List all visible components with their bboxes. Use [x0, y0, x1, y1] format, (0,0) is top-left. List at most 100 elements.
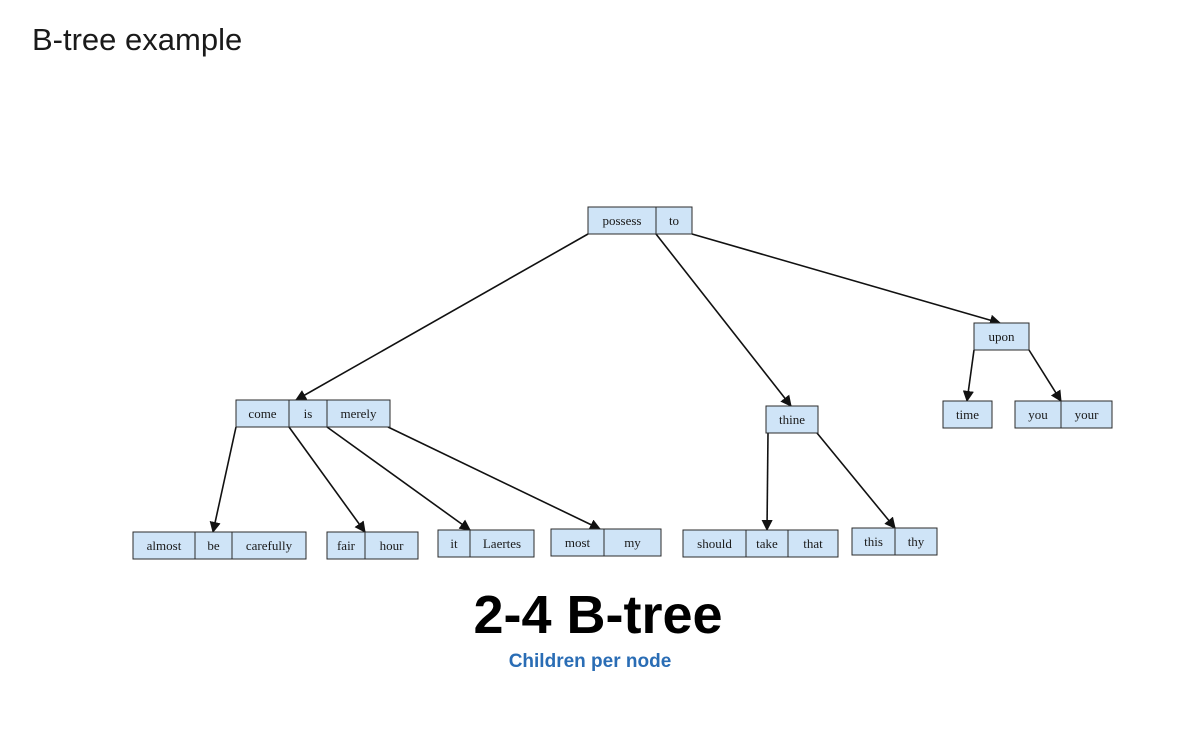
tree-node-l_almost: almost be carefully — [132, 531, 307, 560]
edge-arrow — [1028, 349, 1062, 402]
key-cell-box — [655, 206, 693, 235]
tree-node-n_upon: upon — [973, 322, 1030, 351]
edge-root-to-n_thine — [655, 233, 792, 407]
key-label: that — [803, 536, 823, 551]
key-cell-box — [326, 399, 391, 428]
key-cell: is — [288, 399, 328, 428]
key-cell-box — [603, 528, 662, 557]
tree-node-l_it: it Laertes — [437, 529, 535, 558]
key-cell: my — [603, 528, 662, 557]
key-label: possess — [602, 213, 641, 228]
key-cell-box — [851, 527, 896, 556]
tree-node-root: possess to — [587, 206, 693, 235]
edge-arrow — [209, 426, 237, 534]
key-cell: it — [437, 529, 471, 558]
key-cell-box — [745, 529, 789, 558]
key-cell-box — [787, 529, 839, 558]
key-cell: thine — [765, 405, 819, 434]
key-label: merely — [340, 406, 377, 421]
edge-n_upon-to-l_time — [962, 349, 975, 403]
tree-node-n_come: come is merely — [235, 399, 391, 428]
key-cell: carefully — [231, 531, 307, 560]
edge-arrow — [761, 432, 773, 532]
edge-arrow — [962, 349, 975, 403]
key-cell-box — [326, 531, 366, 560]
edge-n_thine-to-l_this — [816, 432, 896, 529]
edge-arrow — [816, 432, 896, 529]
key-label: your — [1075, 407, 1100, 422]
key-label: hour — [380, 538, 405, 553]
slide-title: B-tree example — [32, 22, 243, 57]
edge-arrow — [326, 426, 471, 531]
key-cell-box — [765, 405, 819, 434]
key-label: thy — [908, 534, 925, 549]
edge-n_come-to-l_fair — [288, 426, 366, 533]
diagram-sub-label: Children per node — [508, 651, 672, 672]
key-cell: this — [851, 527, 896, 556]
key-cell: Laertes — [469, 529, 535, 558]
edge-arrow — [387, 426, 602, 530]
key-cell-box — [469, 529, 535, 558]
key-cell: should — [682, 529, 747, 558]
key-cell: you — [1014, 400, 1062, 429]
key-label: time — [956, 407, 979, 422]
key-cell-box — [364, 531, 419, 560]
tree-node-n_thine: thine — [765, 405, 819, 434]
tree-node-l_fair: fair hour — [326, 531, 419, 560]
key-cell: time — [942, 400, 993, 429]
key-cell: thy — [894, 527, 938, 556]
key-cell-box — [231, 531, 307, 560]
key-cell: almost — [132, 531, 196, 560]
key-cell-box — [894, 527, 938, 556]
tree-node-l_this: this thy — [851, 527, 938, 556]
key-cell: that — [787, 529, 839, 558]
key-cell-box — [132, 531, 196, 560]
key-cell: be — [194, 531, 233, 560]
key-cell-box — [1014, 400, 1062, 429]
edge-root-to-n_come — [295, 233, 589, 401]
edge-n_upon-to-l_you — [1028, 349, 1062, 402]
key-cell: possess — [587, 206, 657, 235]
key-label: upon — [989, 329, 1016, 344]
key-cell: upon — [973, 322, 1030, 351]
edge-root-to-n_upon — [691, 233, 1002, 326]
edge-arrow — [295, 233, 589, 401]
edge-n_come-to-l_almost — [209, 426, 237, 534]
key-label: almost — [147, 538, 182, 553]
key-cell: fair — [326, 531, 366, 560]
edge-n_come-to-l_most — [387, 426, 602, 530]
key-label: thine — [779, 412, 805, 427]
key-cell: most — [550, 528, 605, 557]
key-label: come — [248, 406, 276, 421]
key-label: to — [669, 213, 679, 228]
key-cell-box — [437, 529, 471, 558]
key-cell-box — [288, 399, 328, 428]
tree-node-l_should: should take that — [682, 529, 839, 558]
key-label: it — [450, 536, 458, 551]
key-cell-box — [973, 322, 1030, 351]
key-cell: come — [235, 399, 290, 428]
key-label: is — [304, 406, 313, 421]
key-label: this — [864, 534, 883, 549]
key-label: should — [697, 536, 732, 551]
key-label: my — [624, 535, 641, 550]
key-label: you — [1028, 407, 1048, 422]
edge-arrow — [691, 233, 1002, 326]
key-label: be — [207, 538, 220, 553]
key-label: Laertes — [483, 536, 521, 551]
key-label: carefully — [246, 538, 293, 553]
edge-n_come-to-l_it — [326, 426, 471, 531]
diagram-main-label: 2-4 B-tree — [473, 585, 723, 645]
key-cell: hour — [364, 531, 419, 560]
nodes-layer: possess to come is merely thine upon almost be ca… — [132, 206, 1113, 560]
edges-layer — [209, 233, 1062, 534]
key-cell-box — [550, 528, 605, 557]
tree-node-l_you: you your — [1014, 400, 1113, 429]
edge-n_thine-to-l_should — [761, 432, 773, 532]
key-label: take — [756, 536, 778, 551]
key-cell-box — [194, 531, 233, 560]
key-cell-box — [1060, 400, 1113, 429]
key-label: fair — [337, 538, 356, 553]
edge-arrow — [288, 426, 366, 533]
